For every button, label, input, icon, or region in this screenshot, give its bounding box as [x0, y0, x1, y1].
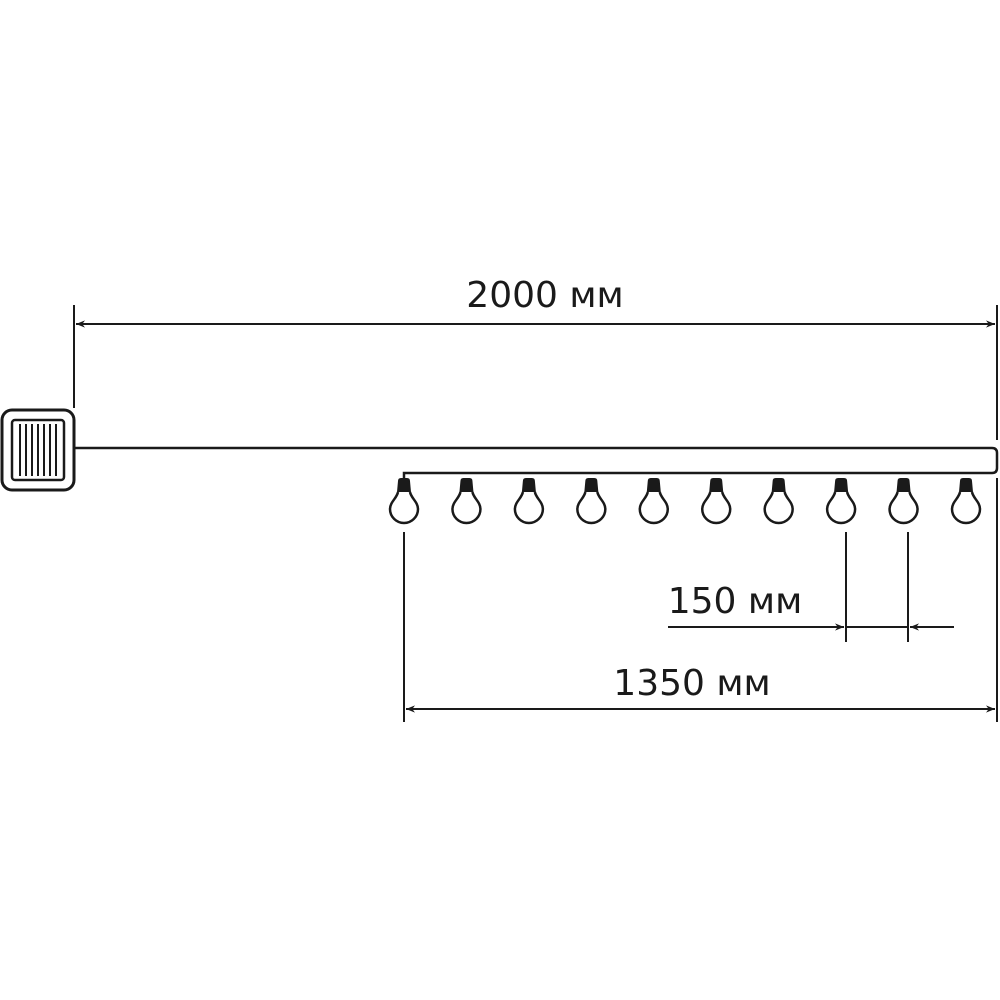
bulb-section-dimension: 1350 мм — [403, 478, 998, 722]
light-bulb-icon — [888, 478, 919, 525]
bulb-row — [388, 478, 982, 525]
light-bulb-icon — [763, 478, 794, 525]
light-bulb-icon — [950, 478, 982, 525]
solar-panel-icon — [0, 408, 76, 492]
light-bulb-icon — [388, 478, 420, 525]
light-bulb-icon — [638, 478, 670, 525]
total-length-label: 2000 мм — [466, 275, 623, 316]
light-bulb-icon — [825, 478, 857, 525]
bulb-spacing-dimension: 150 мм — [668, 532, 954, 642]
light-bulb-icon — [513, 478, 545, 525]
light-bulb-icon — [451, 478, 482, 525]
bulb-spacing-label: 150 мм — [668, 581, 802, 622]
light-bulb-icon — [576, 478, 607, 525]
lead-cable — [74, 446, 999, 480]
light-bulb-icon — [700, 478, 732, 525]
total-length-dimension: 2000 мм — [73, 275, 998, 440]
bulb-section-label: 1350 мм — [613, 663, 770, 704]
